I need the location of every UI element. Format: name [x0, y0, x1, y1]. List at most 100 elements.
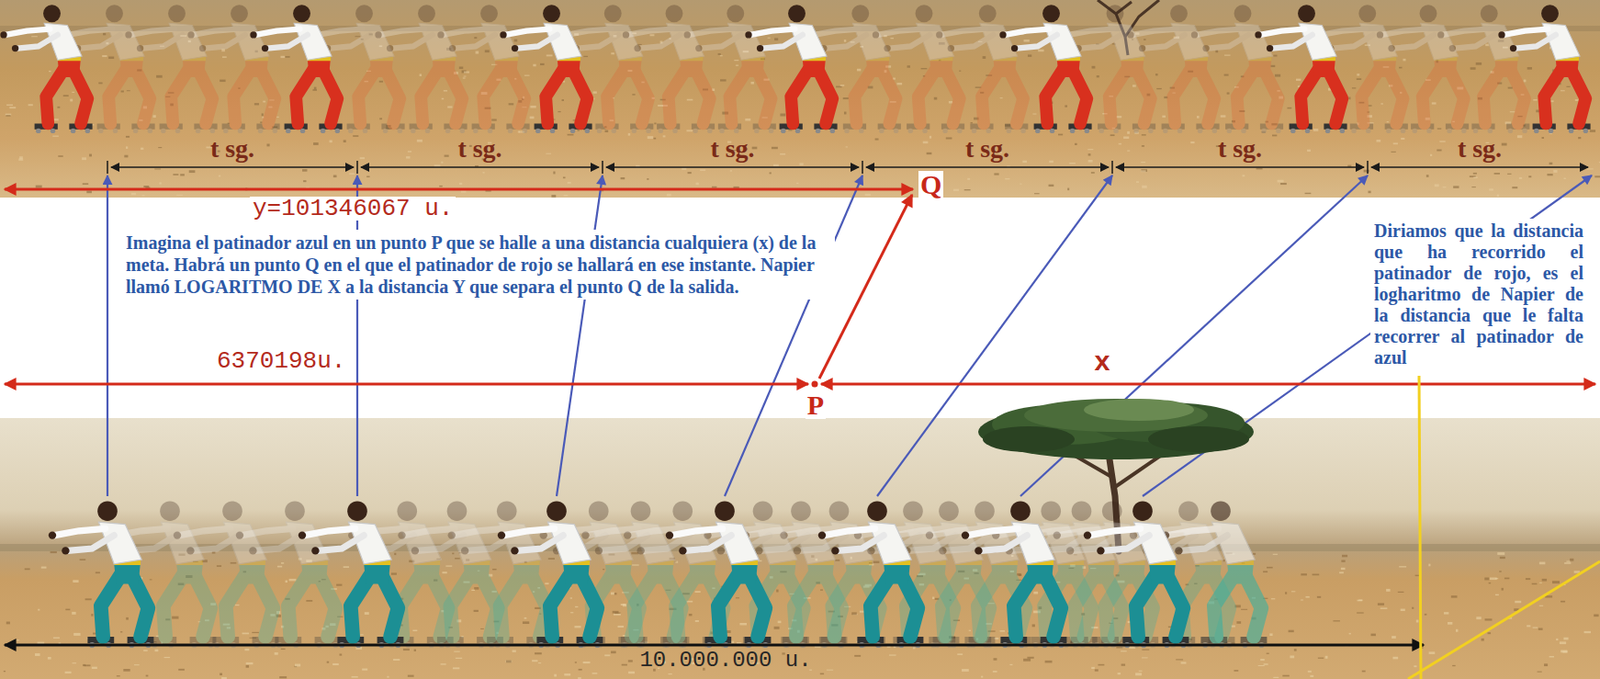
leg: [545, 69, 564, 124]
leg: [881, 69, 897, 124]
leg: [101, 574, 122, 637]
speckle: [1484, 577, 1489, 581]
leg: [1244, 574, 1262, 637]
arm: [255, 29, 300, 35]
speckle: [125, 617, 129, 620]
speckle: [1132, 84, 1137, 87]
speckle: [896, 82, 902, 85]
speckle: [1543, 663, 1548, 666]
time-label: t sg.: [1217, 135, 1262, 162]
speckle: [1370, 633, 1375, 637]
speckle: [1368, 191, 1372, 194]
skate-wheel: [445, 128, 451, 134]
skater-figure: [1126, 4, 1219, 134]
speckle: [1155, 73, 1159, 76]
speckle: [1400, 137, 1405, 140]
speckle: [1473, 172, 1477, 175]
speckle: [462, 77, 466, 79]
speckle: [303, 180, 306, 182]
speckle: [840, 84, 846, 87]
speckle: [1294, 648, 1297, 651]
speckle: [1555, 638, 1558, 641]
speckle: [1542, 578, 1547, 582]
speckle: [1143, 38, 1146, 41]
speckle: [154, 168, 161, 170]
speckle: [1000, 630, 1005, 632]
skater-figure: [499, 4, 592, 134]
skate-wheel: [285, 128, 291, 134]
correspondence-line: [106, 175, 109, 496]
hand: [136, 45, 144, 52]
speckle: [81, 157, 87, 160]
arm: [685, 535, 732, 552]
hand: [186, 546, 194, 554]
skater-figure: [48, 500, 155, 648]
hand: [779, 530, 788, 539]
speckle: [1260, 658, 1265, 661]
skate-wheel: [112, 128, 118, 134]
speckle: [534, 652, 542, 654]
arm: [67, 29, 113, 35]
speckle: [1363, 169, 1370, 173]
leg: [718, 574, 739, 637]
speckle: [19, 156, 23, 159]
skate-wheel: [258, 128, 263, 134]
arm: [1196, 29, 1241, 35]
speckle: [394, 552, 396, 555]
arm: [1016, 34, 1058, 49]
hand: [510, 546, 519, 554]
leg: [901, 574, 918, 637]
head: [665, 4, 684, 23]
speckle: [926, 152, 933, 155]
skater-figure: [437, 4, 530, 134]
leg: [108, 69, 126, 124]
skate-wheel: [1461, 128, 1466, 134]
speckle: [1471, 186, 1476, 188]
speckle: [1559, 641, 1567, 644]
speckle: [1451, 595, 1458, 598]
speckle: [675, 560, 678, 563]
speckle: [610, 592, 615, 596]
speckle: [1499, 556, 1506, 559]
time-label: t sg.: [210, 135, 255, 162]
leg: [854, 69, 872, 124]
speckle: [1271, 65, 1276, 68]
speckle: [744, 118, 751, 122]
speckle: [1348, 96, 1351, 100]
leg: [45, 69, 64, 124]
speckle: [1313, 128, 1319, 132]
distance-arrow: [4, 383, 809, 386]
speckle: [143, 185, 149, 188]
hand: [397, 530, 406, 539]
speckle: [1256, 168, 1263, 170]
hand: [124, 31, 132, 38]
skater-figure: [872, 4, 965, 134]
skate-wheel: [1275, 128, 1281, 134]
speckle: [235, 604, 240, 606]
distance-y-arrow: [4, 188, 913, 192]
speckle: [567, 134, 575, 136]
head: [1170, 4, 1188, 23]
speckle: [1349, 632, 1352, 635]
speckle: [1088, 153, 1092, 156]
speckle: [961, 668, 970, 672]
speckle: [414, 649, 417, 652]
speckle: [663, 135, 666, 137]
speckle: [873, 561, 880, 564]
speckle: [1096, 75, 1100, 78]
skate-wheel: [473, 128, 478, 134]
arm: [392, 34, 433, 49]
speckle: [1032, 623, 1036, 627]
speckle: [1307, 149, 1311, 152]
speckle: [1546, 173, 1553, 176]
speckle: [102, 33, 106, 35]
speckle: [736, 642, 742, 644]
speckle: [844, 39, 846, 43]
speckle: [570, 611, 574, 613]
speckle: [1566, 86, 1570, 88]
speckle: [1526, 624, 1531, 627]
speckle: [1539, 605, 1544, 607]
speckle: [1286, 107, 1292, 110]
speckle: [551, 194, 556, 198]
speckle: [953, 189, 959, 192]
